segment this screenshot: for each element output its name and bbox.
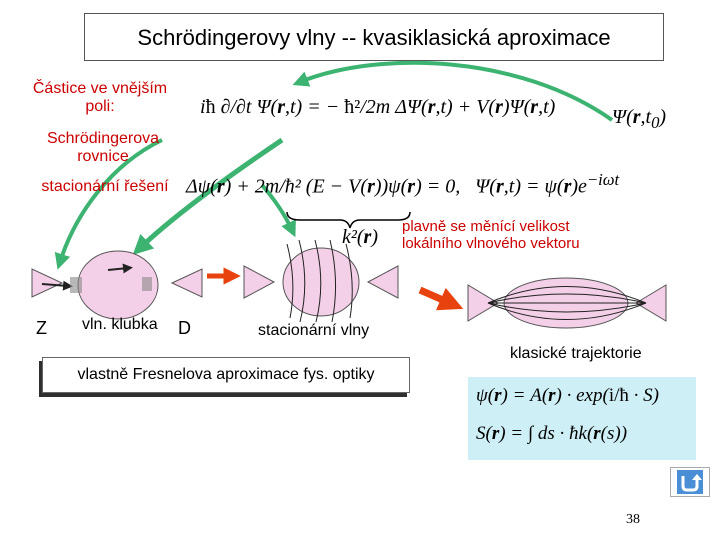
label-particle-fields: Částice ve vnějším poli: [32, 80, 168, 115]
wkb-formula-box: ψ(r) = A(r) · exp(i/ħ · S) S(r) = ∫ ds ·… [468, 377, 696, 460]
label-schrodinger-equation: Schrödingerova rovnice [46, 130, 160, 165]
slide-title: Schrödingerovy vlny -- kvasiklasická apr… [84, 13, 664, 61]
label-wavevector-note: plavně se měnící velikost lokálního vlno… [402, 218, 580, 252]
green-arrow-right [260, 183, 296, 238]
stationary-equation-formula: Δψ(r) + 2m/ħ² (E − V(r))ψ(r) = 0, Ψ(r,t)… [186, 170, 620, 198]
schrodinger-equation-formula: iħ ∂/∂t Ψ(r,t) = − ħ²/2m ΔΨ(r,t) + V(r)Ψ… [200, 96, 556, 118]
orange-arrow-2 [418, 286, 464, 311]
wkb-psi-formula: ψ(r) = A(r) · exp(i/ħ · S) [476, 385, 659, 406]
initial-condition-formula: Ψ(r,t0) [612, 106, 667, 132]
fresnel-note: vlastně Fresnelova aproximace fys. optik… [42, 357, 410, 393]
source-wedge [31, 268, 64, 298]
page-number: 38 [626, 512, 640, 527]
return-arrow-icon [677, 470, 703, 494]
label-stationary-solution: stacionární řešení [41, 178, 169, 195]
label-source: Z [36, 318, 47, 338]
detector-wedge [170, 268, 203, 298]
wkb-action-formula: S(r) = ∫ ds · ħk(r(s)) [476, 423, 628, 444]
green-arrow-middle [132, 137, 284, 255]
label-wave-packet: vln. klubka [82, 316, 158, 333]
label-classical-trajectories: klasické trajektorie [510, 345, 642, 362]
underbrace [286, 211, 411, 229]
label-stationary-waves: stacionární vlny [258, 322, 370, 339]
wavevector-formula: k²(r) [342, 226, 379, 248]
green-arrow-top [292, 60, 614, 122]
label-detector: D [178, 318, 191, 338]
return-button[interactable] [670, 467, 710, 497]
green-arrow-left [54, 138, 163, 270]
